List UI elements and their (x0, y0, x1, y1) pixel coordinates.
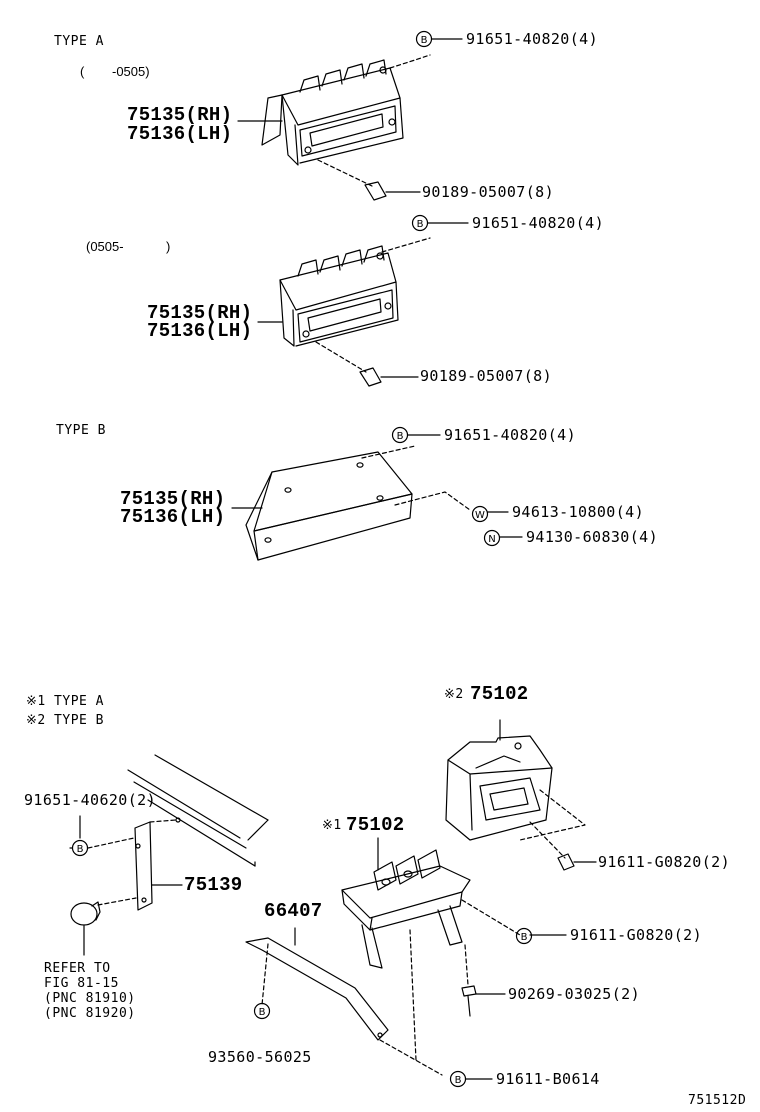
badge-w-1 (471, 505, 489, 523)
bracket-75135-type-a-new (279, 245, 399, 347)
part-75135-rh-a: 75135(RH) (127, 104, 233, 126)
leader-dash-c1 (361, 445, 416, 459)
legend-note-1: ※1 TYPE A (26, 694, 105, 709)
frame-rail (127, 754, 269, 867)
mark-type-a: ※1 (322, 818, 342, 833)
part-91611-g0820-b: 91611-G0820(2) (570, 926, 703, 944)
part-90189-05007-b: 90189-05007(8) (420, 367, 553, 385)
part-75135-rh-b: 75135(RH) (147, 302, 253, 324)
leader-dash-d3 (149, 819, 177, 823)
leader-dash-d4 (87, 837, 135, 849)
part-91611-g0820-a: 91611-G0820(2) (598, 853, 731, 871)
mark-type-b: ※2 (444, 687, 464, 702)
badge-b-1 (415, 30, 433, 48)
badge-b-7-letter: B (455, 1075, 462, 1086)
part-91651-40820-b: 91651-40820(4) (472, 214, 605, 232)
part-75136-lh-b: 75136(LH) (147, 320, 253, 342)
bar-66407 (245, 937, 389, 1041)
part-75102-type-a: 75102 (346, 814, 405, 836)
part-75102-type-b: 75102 (470, 683, 529, 705)
part-75139: 75139 (184, 874, 243, 896)
range-end: -0505) (112, 64, 150, 79)
leader-dash-f2 (461, 899, 521, 936)
badge-b-1-letter: B (421, 35, 428, 46)
leader-dash-e1 (261, 943, 269, 1006)
badge-b-6-letter: B (259, 1007, 266, 1018)
badge-b-2 (411, 214, 429, 232)
leader-dash-f4 (409, 929, 417, 1061)
bracket-75102-type-b (445, 735, 553, 841)
leader-dash-g3 (529, 821, 566, 859)
leader-dash-f5 (379, 1039, 443, 1076)
section-type-a: TYPE A (54, 34, 104, 49)
part-90269-03025: 90269-03025(2) (508, 985, 641, 1003)
bolt-91611-icon (557, 853, 575, 871)
badge-n-1-letter: N (488, 534, 495, 545)
refer-line-4: (PNC 81920) (44, 1006, 136, 1021)
part-91651-40820-a: 91651-40820(4) (466, 30, 599, 48)
part-75136-lh-a: 75136(LH) (127, 123, 233, 145)
refer-line-1: REFER TO (44, 961, 111, 976)
range-new-start: (0505- (86, 239, 124, 254)
reflector-lamp-icon (70, 901, 101, 926)
leader-dash-a1 (389, 54, 431, 69)
badge-b-3-letter: B (397, 431, 404, 442)
plate-75135-type-b (245, 451, 413, 561)
part-94613-10800: 94613-10800(4) (512, 503, 645, 521)
leader-dash-g2 (519, 789, 586, 841)
part-91651-40820-c: 91651-40820(4) (444, 426, 577, 444)
badge-b-7 (449, 1070, 467, 1088)
badge-n-1 (483, 529, 501, 547)
screw-90269-icon (461, 985, 477, 1017)
leader-dash-f3 (464, 944, 469, 986)
part-91611-b0614: 91611-B0614 (496, 1070, 600, 1088)
badge-b-3 (391, 426, 409, 444)
section-type-b: TYPE B (56, 423, 106, 438)
badge-b-2-letter: B (417, 219, 424, 230)
bracket-75139 (134, 821, 153, 911)
part-93560-56025: 93560-56025 (208, 1048, 312, 1066)
bracket-75135-type-a-old (261, 59, 404, 166)
badge-b-6 (253, 1002, 271, 1020)
badge-b-4-letter: B (77, 844, 84, 855)
badge-b-4 (71, 839, 89, 857)
leader-dash-c2 (394, 491, 471, 511)
badge-w-1-letter: W (475, 510, 485, 521)
leader-dash-b1 (381, 237, 431, 253)
bracket-75102-type-a (341, 849, 471, 969)
leader-dash-a2 (317, 159, 373, 187)
part-94130-60830: 94130-60830(4) (526, 528, 659, 546)
part-66407: 66407 (264, 900, 323, 922)
part-91651-40620: 91651-40620(2) (24, 791, 157, 809)
figure-id: 751512D (688, 1093, 747, 1108)
leader-dash-b2 (315, 341, 367, 373)
clip-nut-icon-2 (359, 367, 382, 387)
legend-note-2: ※2 TYPE B (26, 713, 105, 728)
part-90189-05007-a: 90189-05007(8) (422, 183, 555, 201)
part-75135-rh-c: 75135(RH) (120, 488, 226, 510)
badge-b-5 (515, 927, 533, 945)
clip-nut-icon (364, 181, 387, 201)
range-new-close: ) (166, 239, 171, 254)
leader-dash-d2 (97, 897, 137, 906)
part-75136-lh-c: 75136(LH) (120, 506, 226, 528)
refer-line-2: FIG 81-15 (44, 976, 119, 991)
range-open: ( (80, 64, 85, 79)
refer-line-3: (PNC 81910) (44, 991, 136, 1006)
badge-b-5-letter: B (521, 932, 528, 943)
